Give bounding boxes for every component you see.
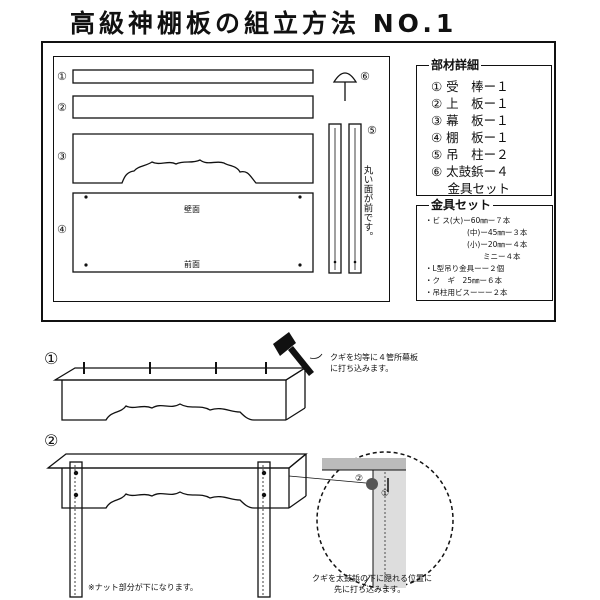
step2-number: ② (44, 431, 59, 450)
detail-note-line2: 先に打ち込みます。 (334, 585, 406, 594)
detail-label-1: ① (381, 489, 390, 499)
hardware-row: ・L型吊り金具ーー２個 (425, 264, 505, 273)
part-label-3: ③ (57, 150, 67, 163)
detail-label-2: ② (355, 474, 364, 484)
hardware-row: ・ビ ス(大)ー60㎜ー７本 (425, 216, 511, 225)
parts-panel: 部材詳細 ① 受 棒ー１ ② 上 板ー１ ③ 幕 板ー１ ④ 棚 板ー１ ⑤ 吊… (41, 41, 556, 322)
parts-list-row: ② 上 板ー１ (431, 96, 509, 111)
step1-number: ① (44, 349, 59, 368)
page-title: 高級神棚板の組立方法 NO.1 (70, 9, 458, 38)
part-support-bar (72, 69, 314, 84)
parts-drawing-frame (53, 56, 390, 302)
parts-list-row: ③ 幕 板ー１ (431, 113, 509, 128)
part-label-6: ⑥ (360, 70, 370, 83)
parts-list-row: 金具セット (431, 181, 510, 196)
hardware-row: (中)ー45㎜ー３本 (467, 228, 528, 237)
hardware-row: (小)ー20㎜ー４本 (467, 240, 528, 249)
hardware-row: ミニー４本 (483, 252, 521, 261)
step1-note-line2: に打ち込みます。 (330, 364, 394, 373)
step1-drawing (52, 367, 308, 421)
hardware-row: ・吊柱用ビスーーー２本 (425, 288, 508, 297)
part-curtain-board (72, 133, 314, 184)
shelf-front-side-label: 前面 (184, 260, 200, 269)
part-shelf-board (72, 192, 314, 273)
part-label-5: ⑤ (367, 124, 377, 137)
post-front-note: 丸い面が前です。 (361, 165, 373, 241)
part-label-1: ① (57, 70, 67, 83)
detail-note-line1: クギを太鼓鋲の下に隠れる位置に (312, 574, 432, 583)
part-label-2: ② (57, 101, 67, 114)
parts-list-title: 部材詳細 (429, 56, 482, 73)
part-decorative-tack (332, 72, 358, 83)
parts-list-row: ⑤ 吊 柱ー２ (431, 147, 509, 162)
step2-drawing (46, 453, 308, 598)
hardware-set-title: 金具セット (429, 196, 494, 213)
step1-note-line1: クギを均等に４管所幕板 (330, 353, 418, 362)
shelf-wall-side-label: 壁面 (184, 205, 200, 214)
part-hanging-post (328, 123, 342, 274)
hardware-row: ・ク ギ 25㎜ー６本 (425, 276, 503, 285)
part-top-board (72, 95, 314, 119)
detail-magnifier (316, 451, 454, 589)
hammer-icon (273, 332, 314, 376)
parts-list-box: 部材詳細 ① 受 棒ー１ ② 上 板ー１ ③ 幕 板ー１ ④ 棚 板ー１ ⑤ 吊… (416, 56, 552, 196)
hardware-set-box: 金具セット ・ビ ス(大)ー60㎜ー７本 (中)ー45㎜ー３本 (小)ー20㎜ー… (416, 196, 553, 301)
step2-nut-note: ※ナット部分が下になります。 (88, 583, 198, 592)
parts-list-row: ① 受 棒ー１ (431, 79, 509, 94)
part-label-4: ④ (57, 223, 67, 236)
parts-list-row: ④ 棚 板ー１ (431, 130, 509, 145)
part-hanging-post (348, 123, 362, 274)
parts-list-row: ⑥ 太鼓鋲ー４ (431, 164, 509, 179)
